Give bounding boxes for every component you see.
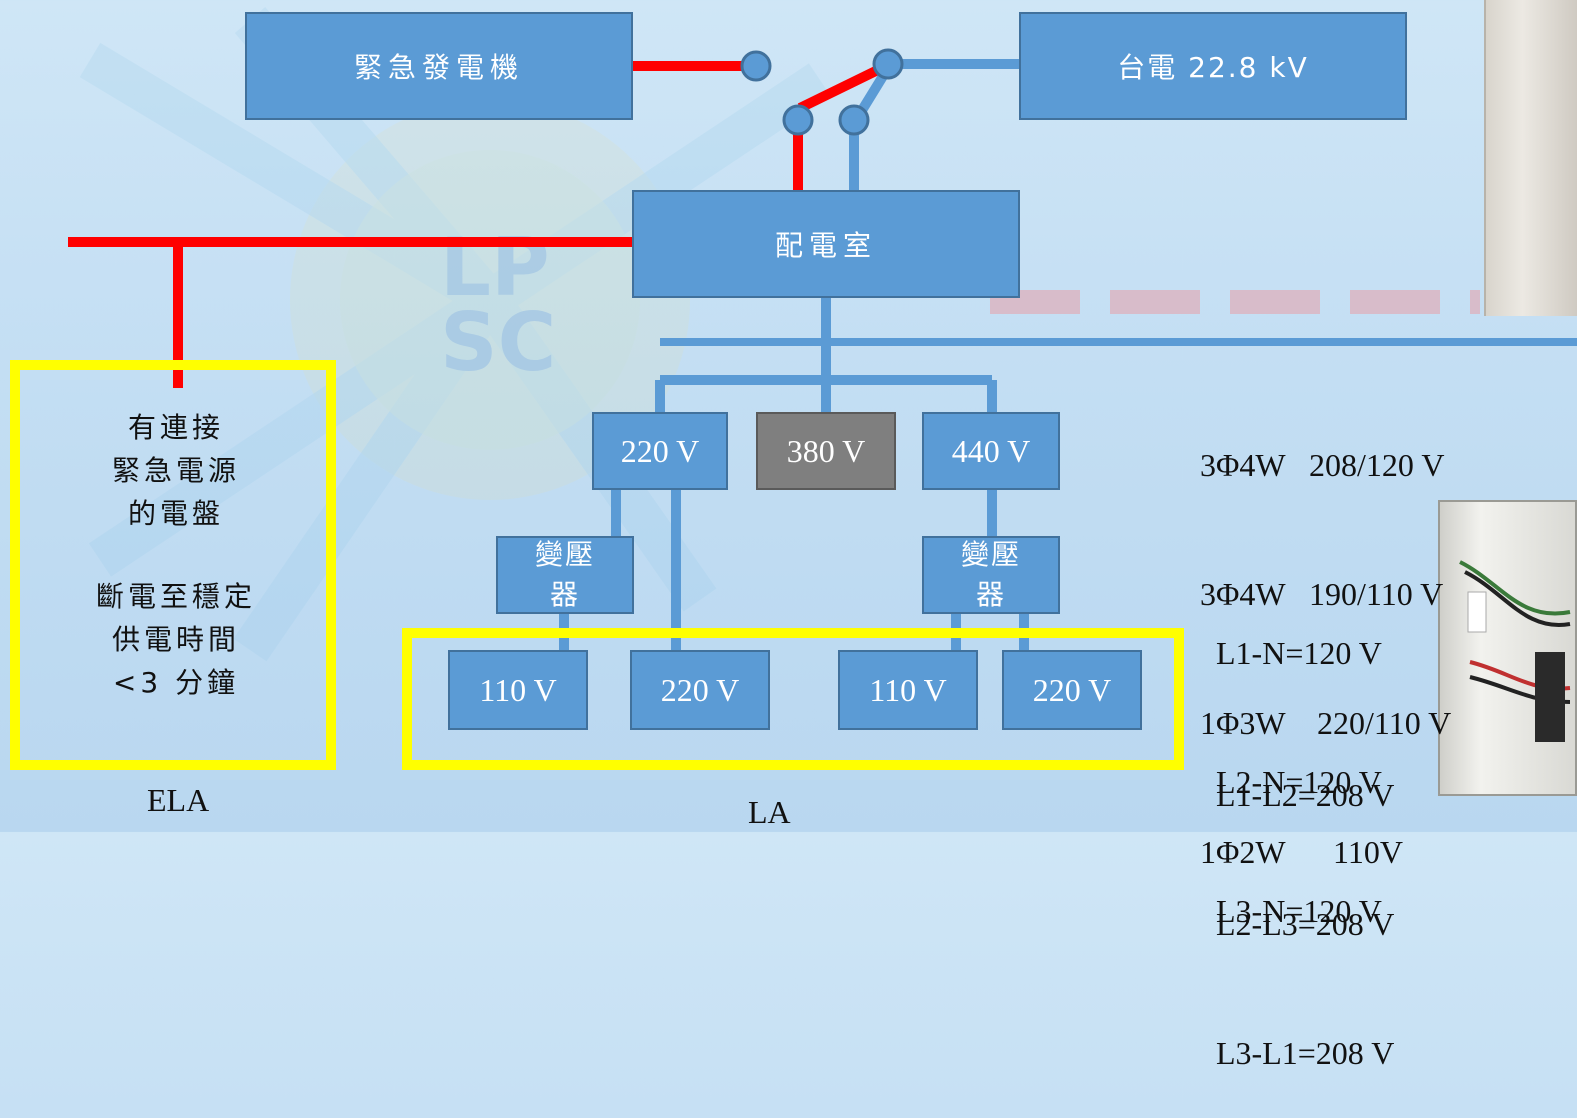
output-220-left-label: 220 V [660, 671, 740, 708]
ela-label: ELA [147, 782, 210, 818]
voltage-440-label: 440 V [951, 432, 1031, 469]
ela-line-3: 的電盤 [127, 497, 224, 530]
watermark-logo: LP SC [79, 6, 832, 662]
transformer-right-line2: 器 [975, 578, 1006, 611]
voltage-220-box: 220 V [592, 412, 728, 490]
ela-description: 有連接 緊急電源 的電盤 斷電至穩定 供電時間 <3 分鐘 [20, 406, 332, 704]
ela-highlight-frame [10, 360, 336, 770]
system-spec-2: 3Φ4W 190/110 V [1200, 576, 1444, 612]
output-110-right-label: 110 V [869, 671, 947, 708]
emergency-lines [68, 59, 893, 388]
transformer-right-box: 變壓 器 [922, 536, 1060, 614]
transformer-left-line2: 器 [549, 578, 580, 611]
wiring-icon [1459, 560, 1571, 742]
system-spec-1: 3Φ4W 208/120 V [1200, 447, 1445, 483]
phase-neutral-2: L2-N=120 V [1216, 764, 1382, 800]
phase-phase-3: L3-L1=208 V [1216, 1035, 1395, 1071]
output-110-left-box: 110 V [448, 650, 588, 730]
utility-power-label: 台電 22.8 kV [1117, 51, 1309, 84]
phase-phase-1: L1-L2=208 V [1216, 777, 1395, 813]
voltage-380-label: 380 V [786, 432, 866, 469]
output-110-right-box: 110 V [838, 650, 978, 730]
output-110-left-label: 110 V [479, 671, 557, 708]
distribution-room-label: 配電室 [774, 229, 877, 262]
ela-line-4: 斷電至穩定 [95, 580, 256, 613]
diagram-canvas: LP SC [68, 6, 1577, 662]
voltage-440-box: 440 V [922, 412, 1060, 490]
la-label: LA [748, 794, 791, 830]
ela-line-2: 緊急電源 [111, 454, 240, 487]
voltage-220-label: 220 V [620, 432, 700, 469]
system-spec-3: 1Φ3W 220/110 V [1200, 705, 1452, 741]
ela-line-5: 供電時間 [111, 623, 240, 656]
transformer-left-box: 變壓 器 [496, 536, 634, 614]
ela-line-6: <3 分鐘 [112, 666, 240, 699]
ela-line-1: 有連接 [127, 411, 224, 444]
output-220-right-box: 220 V [1002, 650, 1142, 730]
svg-text:LP: LP [440, 221, 550, 314]
panel-photo-top [1484, 0, 1577, 316]
output-220-right-label: 220 V [1032, 671, 1112, 708]
svg-text:SC: SC [440, 296, 556, 389]
distribution-room-box: 配電室 [632, 190, 1020, 298]
transformer-right-line1: 變壓 [960, 538, 1021, 571]
switch-terminals [740, 48, 904, 136]
output-220-left-box: 220 V [630, 650, 770, 730]
voltage-380-box: 380 V [756, 412, 896, 490]
utility-power-box: 台電 22.8 kV [1019, 12, 1407, 120]
transformer-left-line1: 變壓 [534, 538, 595, 571]
phase-phase-list: L1-L2=208 V L2-L3=208 V L3-L1=208 V [1216, 688, 1394, 1118]
la-highlight-frame [402, 628, 1184, 770]
emergency-generator-box: 緊急發電機 [245, 12, 633, 120]
emergency-generator-label: 緊急發電機 [353, 51, 524, 84]
phase-phase-2: L2-L3=208 V [1216, 906, 1395, 942]
phase-neutral-1: L1-N=120 V [1216, 635, 1382, 671]
panel-photo-bottom [1438, 500, 1577, 796]
